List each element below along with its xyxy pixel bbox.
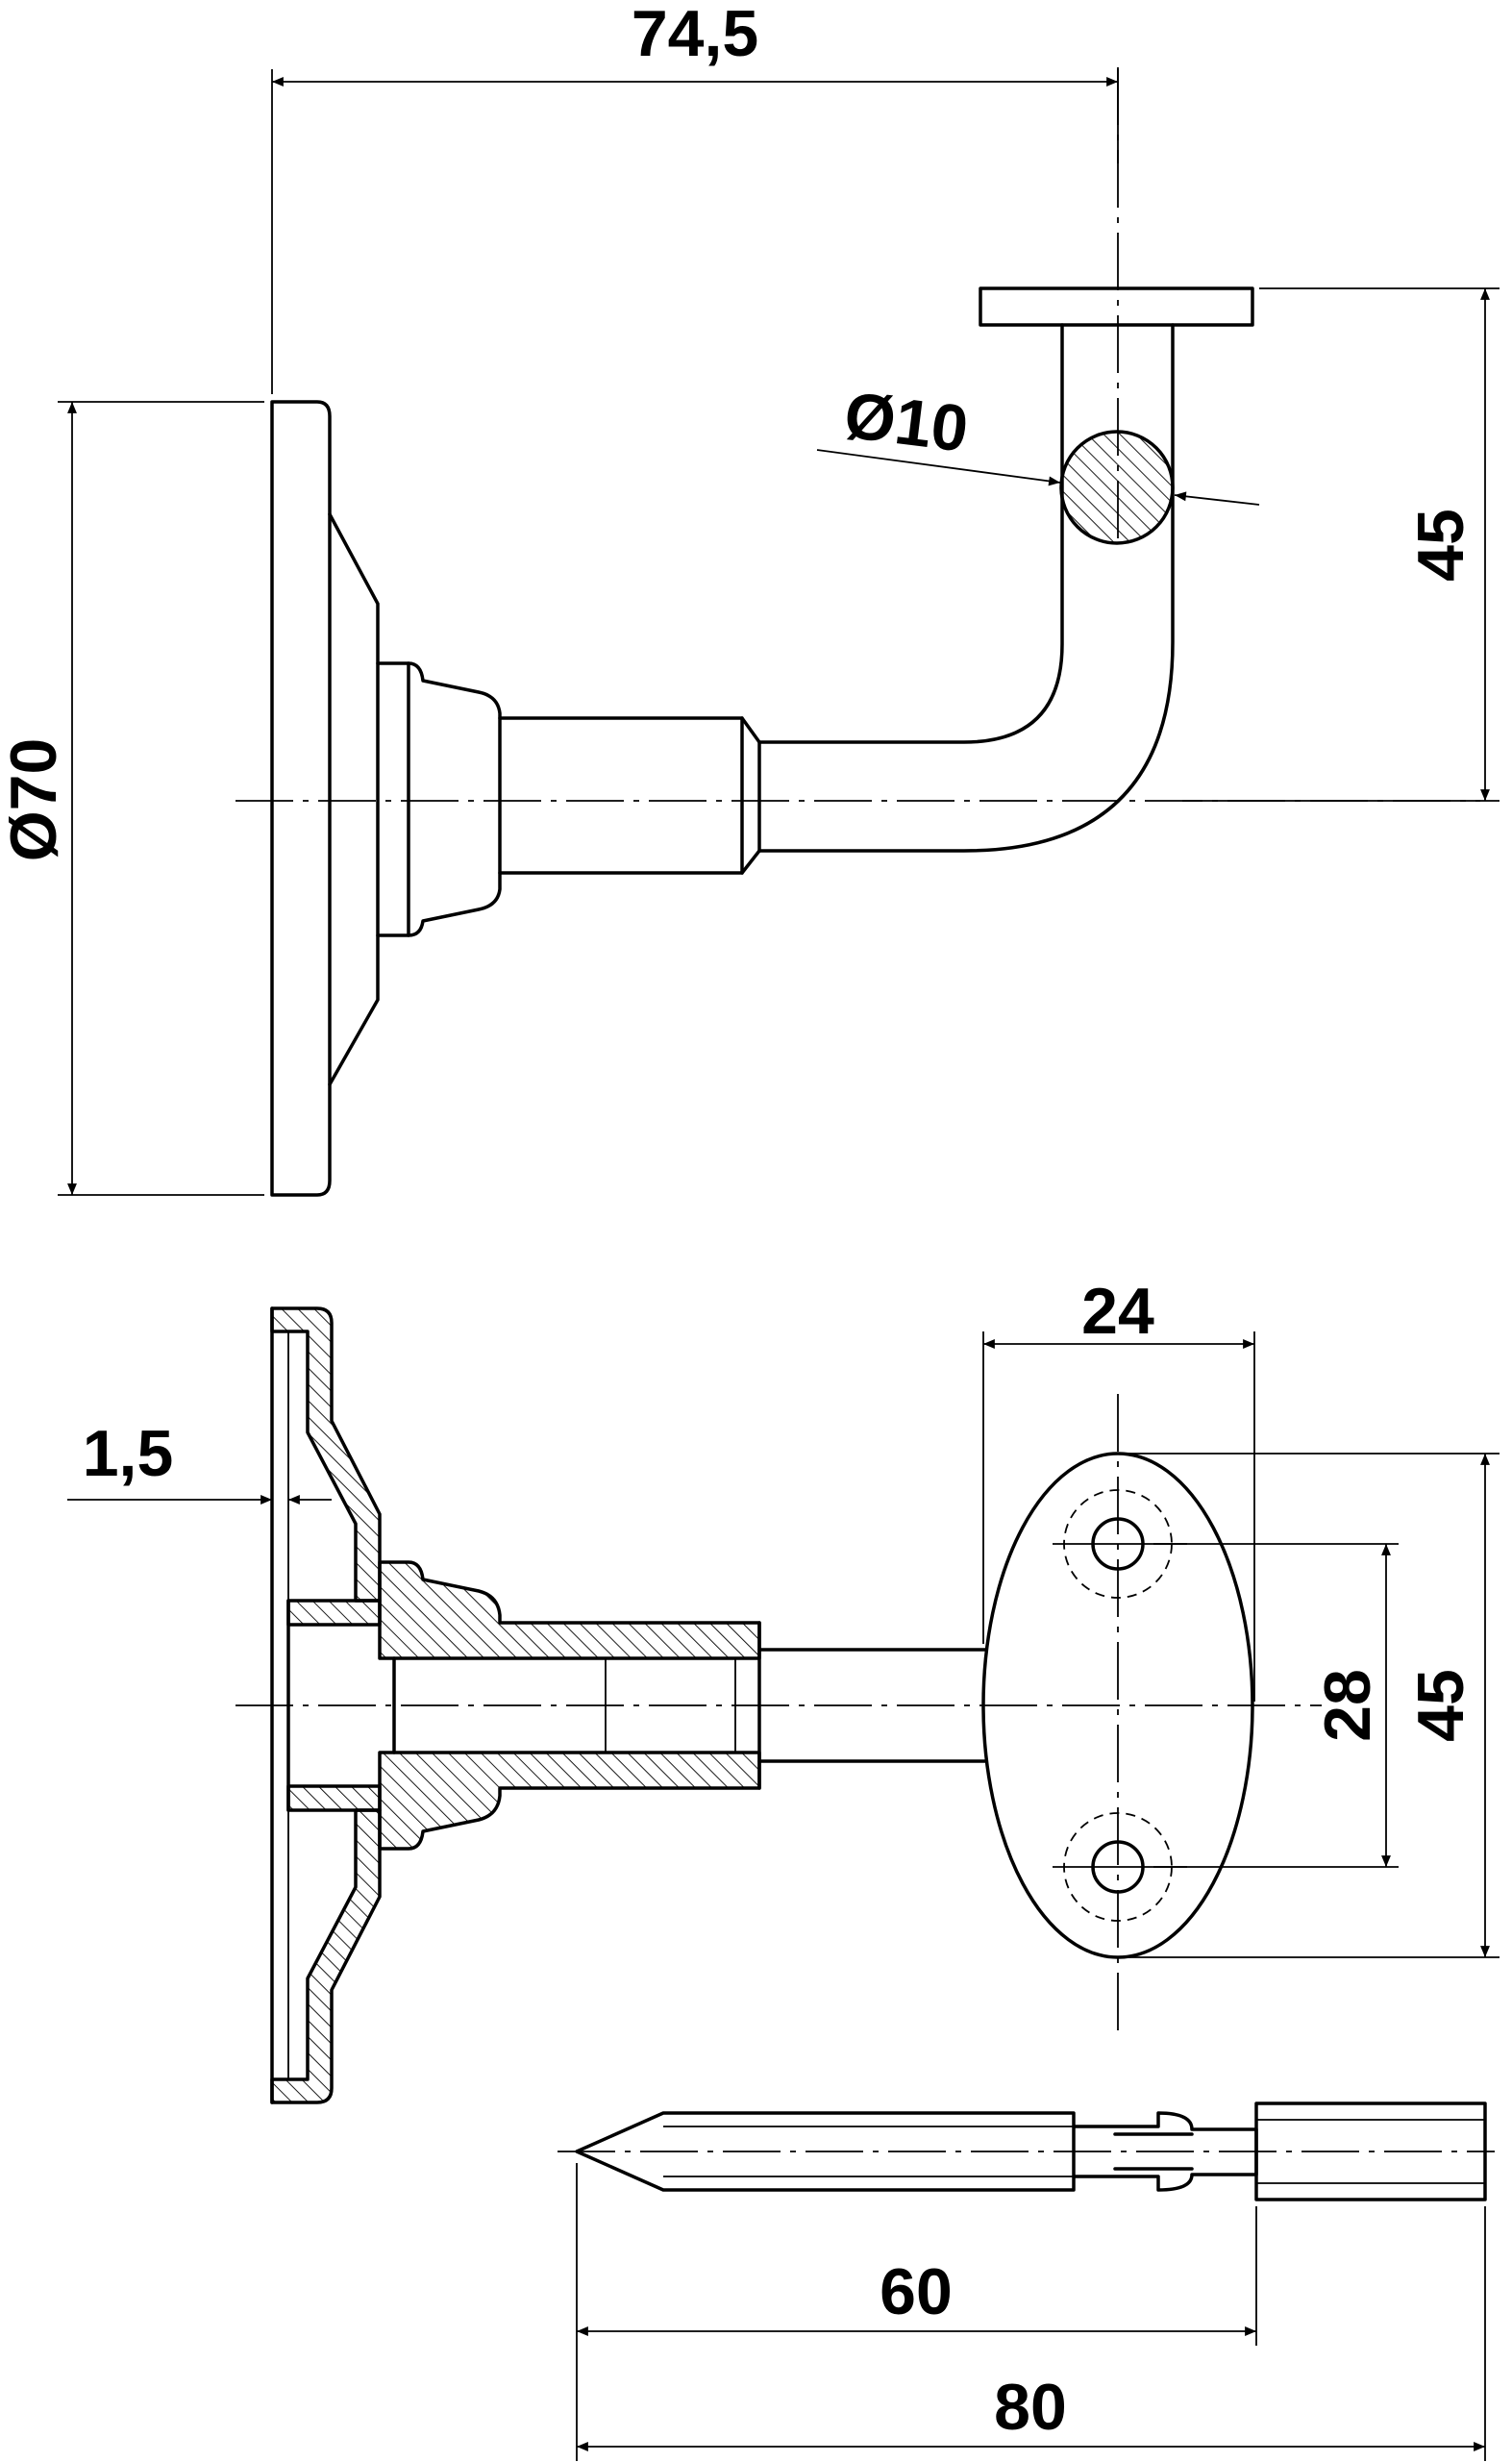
dim-line-tube: [1174, 491, 1260, 506]
dim-wall-thickness: 1,5: [83, 1417, 174, 1490]
support-plate: [979, 286, 1254, 327]
dim-tube-diameter: Ø10: [840, 379, 972, 466]
plate-shell-section: [270, 1808, 382, 2104]
side-view: 74,5 Ø10 45 Ø70: [0, 0, 1500, 1197]
bent-tube-outer: [757, 323, 1175, 853]
dim-height-top: 45: [1404, 509, 1477, 582]
sleeve-chamfer: [740, 849, 761, 875]
dim-plate-diameter: Ø70: [0, 738, 70, 862]
collar-shoulder: [407, 661, 502, 937]
collar-ring-section: [286, 1599, 382, 1627]
bent-tube-inner: [757, 323, 1064, 744]
screw-thread-body: [575, 2111, 1076, 2192]
tube-section: [1059, 430, 1175, 545]
sleeve-chamfer: [740, 716, 761, 744]
body-section-upper: [378, 1560, 761, 1660]
wall-plate: [270, 400, 332, 1197]
dim-width-top: 74,5: [632, 0, 758, 70]
plate-shell-section: [270, 1306, 382, 1603]
dim-plate-width: 24: [1081, 1275, 1154, 1348]
oval-support-plate: [981, 1452, 1254, 1959]
dim-line-tube: [816, 449, 1061, 486]
collar: [376, 661, 410, 937]
section-view: 24 1,5 28 45: [67, 1275, 1500, 2104]
dim-plate-height: 45: [1404, 1669, 1477, 1742]
dim-hole-spacing: 28: [1311, 1669, 1384, 1742]
dim-screw-total: 80: [994, 2371, 1067, 2444]
sleeve: [498, 716, 744, 875]
body-section-lower: [378, 1751, 761, 1851]
screw-head: [1254, 2101, 1487, 2201]
plate-boss: [328, 512, 380, 1086]
collar-ring-section: [286, 1784, 382, 1812]
dim-screw-thread: 60: [880, 2255, 953, 2328]
screw: 60 80: [558, 2101, 1495, 2461]
